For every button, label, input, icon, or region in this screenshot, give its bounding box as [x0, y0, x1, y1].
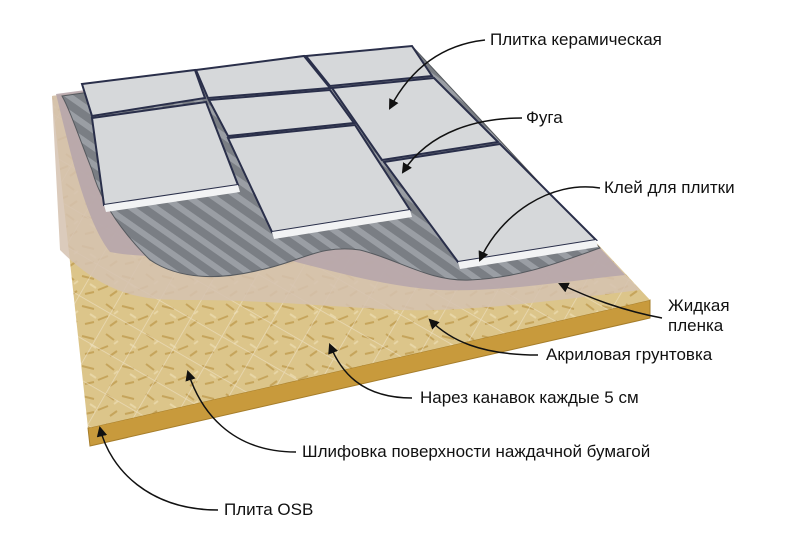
label-grooves: Нарез канавок каждые 5 см [420, 388, 639, 407]
ceramic-tiles [80, 44, 599, 269]
leader-grout [401, 117, 523, 174]
tile [330, 76, 501, 162]
label-grout: Фуга [526, 108, 563, 127]
label-liquid-film-line2: пленка [668, 316, 724, 335]
label-tile-adhesive: Клей для плитки [604, 178, 735, 197]
leader-liquid-film [558, 282, 663, 319]
leader-sanding [185, 369, 297, 453]
tile-edge [104, 185, 240, 212]
leader-lines [96, 39, 663, 511]
tile [207, 88, 356, 138]
leader-acrylic-primer [428, 318, 539, 356]
label-liquid-film-line1: Жидкая [668, 296, 730, 315]
tile [304, 44, 434, 88]
tile [194, 54, 332, 100]
label-acrylic-primer: Акриловая грунтовка [546, 345, 713, 364]
leader-tile-adhesive [478, 186, 601, 262]
label-osb-board: Плита OSB [224, 500, 314, 519]
leader-osb [96, 425, 219, 511]
tile-edge [458, 240, 598, 269]
label-ceramic-tile: Плитка керамическая [490, 30, 662, 49]
label-sanding: Шлифовка поверхности наждачной бумагой [302, 442, 651, 461]
leader-grooves [328, 343, 413, 399]
label-liquid-film: Жидкая пленка [668, 296, 758, 336]
tile [80, 68, 207, 118]
tile-edge [272, 210, 412, 239]
leader-ceramic-tile [389, 39, 486, 110]
